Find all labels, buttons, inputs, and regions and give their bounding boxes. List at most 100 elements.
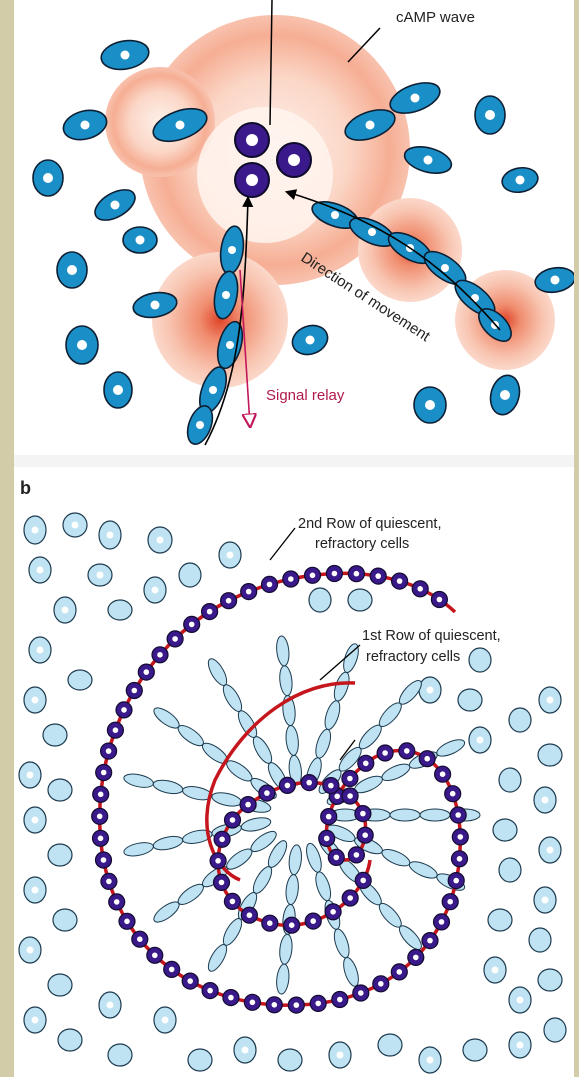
refractory-cell-nucleus (169, 967, 175, 973)
refractory-cell-nucleus (397, 578, 403, 584)
refractory-cell-nucleus (267, 920, 273, 926)
refractory-cell-nucleus (334, 794, 340, 800)
figure-svg: cAMP wave Direction of movement Signal r… (14, 0, 574, 1077)
refractory-cell-nucleus (439, 919, 445, 925)
refractory-cell-nucleus (378, 981, 384, 987)
refractory-cell-nucleus (440, 771, 446, 777)
refractory-cell-nucleus (337, 997, 343, 1003)
refractory-cell-nucleus (289, 922, 295, 928)
refractory-cell-nucleus (453, 878, 459, 884)
refractory-cell-nucleus (157, 652, 163, 658)
refractory-cell-nucleus (326, 814, 332, 820)
refractory-cell-nucleus (455, 812, 461, 818)
camp-wave-label: cAMP wave (396, 9, 475, 26)
refractory-cell-nucleus (360, 811, 366, 817)
stream-cell (240, 815, 272, 833)
refractory-cell-nucleus (144, 669, 150, 675)
refractory-cell-nucleus (330, 909, 336, 915)
stream-cell (151, 898, 182, 925)
refractory-cell-nucleus (124, 919, 130, 925)
stream-cell (380, 761, 412, 784)
refractory-cell-nucleus (246, 589, 252, 595)
stream-cell (205, 656, 230, 688)
refractory-cell-nucleus (250, 1000, 256, 1006)
panel-divider (14, 455, 574, 467)
stream-cell (313, 870, 334, 902)
refractory-cell-nucleus (375, 573, 381, 579)
refractory-cell-nucleus (219, 837, 225, 843)
stream-cell (313, 728, 334, 760)
refractory-cell-nucleus (98, 792, 104, 798)
refractory-cell-nucleus (360, 878, 366, 884)
refractory-cell-nucleus (230, 899, 236, 905)
row1-label-line2: refractory cells (366, 649, 460, 665)
stream-cell (285, 725, 300, 756)
refractory-cell-nucleus (358, 990, 364, 996)
refractory-cell-nucleus (106, 748, 112, 754)
refractory-cell-nucleus (424, 756, 430, 762)
refractory-cell-nucleus (101, 770, 107, 776)
stream-cell (435, 736, 467, 759)
refractory-cell-nucleus (272, 1002, 278, 1008)
stream-cell (151, 704, 182, 731)
refractory-cell-nucleus (363, 761, 369, 767)
stream-cell (331, 927, 352, 959)
refractory-cell-nucleus (310, 573, 316, 579)
stream-cell (152, 834, 184, 852)
stream-cell (175, 722, 206, 749)
refractory-cell-nucleus (354, 852, 360, 858)
refractory-cell-nucleus (267, 582, 273, 588)
panel-b-letter: b (20, 478, 31, 498)
refractory-cell-nucleus (285, 783, 291, 789)
stream-cell (220, 682, 245, 714)
refractory-cell-nucleus (347, 776, 353, 782)
stream-cell (224, 757, 255, 784)
stream-cell (390, 809, 420, 821)
refractory-cell-nucleus (334, 855, 340, 861)
refractory-cell-nucleus (215, 858, 221, 864)
refractory-cell-nucleus (114, 899, 120, 905)
refractory-cell-nucleus (245, 802, 251, 808)
panel-b: b (19, 478, 566, 1073)
stream-cell (278, 665, 293, 696)
refractory-cell-nucleus (458, 834, 464, 840)
refractory-cell-nucleus (306, 780, 312, 786)
stream-cell (205, 942, 230, 974)
stream-cell (396, 922, 425, 952)
refractory-cell-nucleus (152, 953, 158, 959)
refractory-cell-nucleus (347, 895, 353, 901)
refractory-cell-nucleus (397, 969, 403, 975)
refractory-cell-nucleus (294, 1002, 300, 1008)
refractory-cell-nucleus (382, 750, 388, 756)
refractory-cell-nucleus (315, 1001, 321, 1007)
refractory-cell-nucleus (354, 571, 360, 577)
refractory-cell-nucleus (362, 832, 368, 838)
stream-cell (331, 670, 352, 702)
refractory-cell-nucleus (347, 793, 353, 799)
refractory-cell-nucleus (97, 814, 103, 820)
row2-label-line2: refractory cells (315, 536, 409, 552)
stream-cell (380, 846, 412, 869)
refractory-cell-nucleus (219, 880, 225, 886)
refractory-cell-nucleus (226, 598, 232, 604)
refractory-cell-nucleus (207, 988, 213, 994)
refractory-cell-nucleus (404, 748, 410, 754)
refractory-cell-nucleus (172, 636, 178, 642)
stream-cell (175, 881, 206, 908)
stream-cell (250, 734, 275, 766)
refractory-cell-nucleus (228, 995, 234, 1001)
refractory-cell-nucleus (207, 609, 213, 615)
refractory-cell-nucleus (427, 938, 433, 944)
refractory-cell-nucleus (247, 912, 253, 918)
stream-cell (152, 778, 184, 796)
stream-cell (220, 916, 245, 948)
stream-cell (211, 790, 243, 808)
stream-cell (322, 699, 343, 731)
stream-cell (123, 772, 155, 790)
stream-cell (285, 874, 300, 905)
refractory-cell-nucleus (189, 622, 195, 628)
refractory-cell-nucleus (288, 576, 294, 582)
refractory-cell-nucleus (413, 955, 419, 961)
refractory-cell-nucleus (113, 727, 119, 733)
stream-cell (341, 956, 362, 988)
